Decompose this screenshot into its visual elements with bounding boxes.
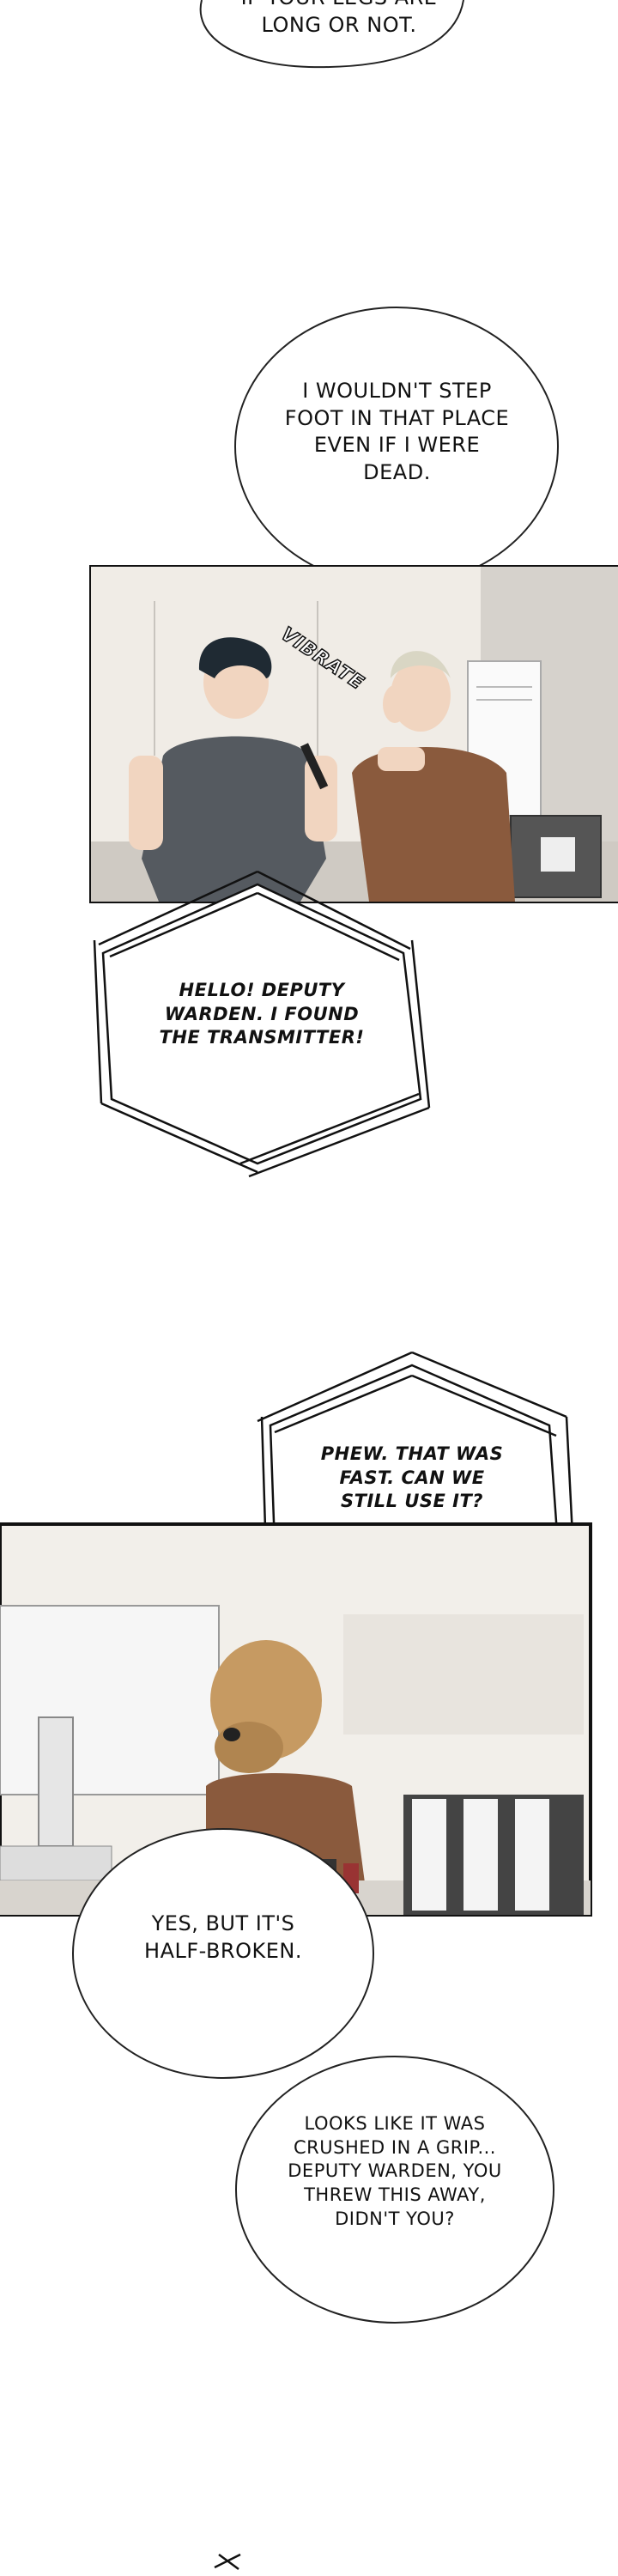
speech-bubble-6 [235,2056,554,2324]
bubble-1-text: IF YOUR LEGS ARE LONG OR NOT. [241,0,437,37]
shout-bubble-3 [93,870,431,1178]
bubble-2-text: I WOULDN'T STEP FOOT IN THAT PLACE EVEN … [284,379,510,485]
bubble-3-text: HELLO! DEPUTY WARDEN. I FOUND THE TRANSM… [159,980,365,1048]
bubble-4-text: PHEW. THAT WAS FAST. CAN WE STILL USE IT… [320,1443,504,1512]
bubble-6-text: LOOKS LIKE IT WAS CRUSHED IN A GRIP... D… [288,2113,502,2229]
bubble-5-text: YES, BUT IT'S HALF-BROKEN. [144,1911,302,1963]
speech-bubble-1 [199,0,464,69]
speech-bubble-5 [72,1828,374,2079]
panel-office-phone-call [89,565,618,903]
crossed-lines-mark [214,2553,241,2571]
